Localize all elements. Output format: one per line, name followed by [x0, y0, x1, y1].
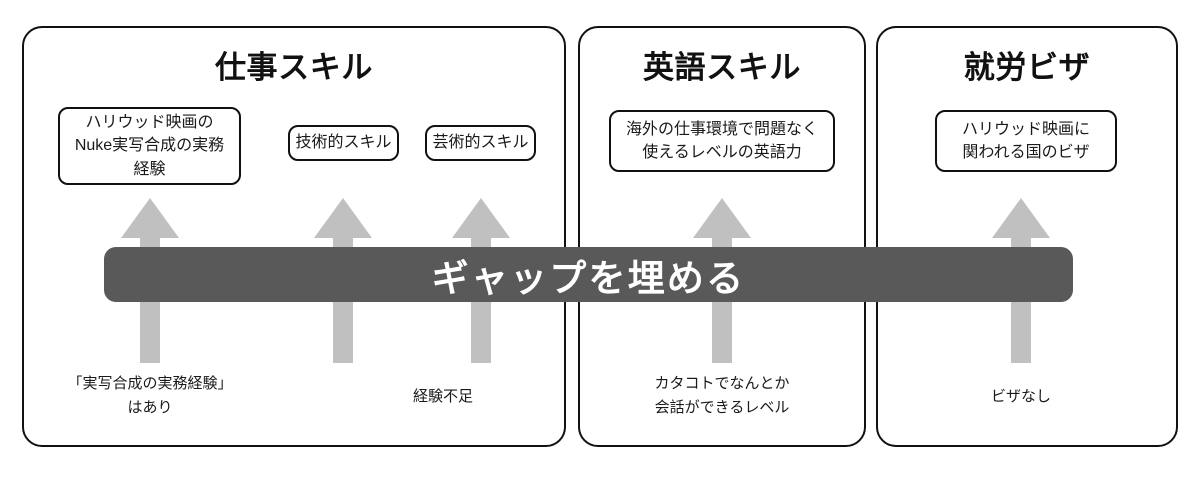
goal-box-hollywood-country-visa: ハリウッド映画に 関われる国のビザ — [935, 110, 1117, 172]
panel-work-skill — [22, 26, 566, 447]
caption-broken-conversation-level: カタコトでなんとか 会話ができるレベル — [654, 375, 790, 416]
panel-title-work-skill: 仕事スキル — [214, 50, 374, 85]
caption-no-visa: ビザなし — [990, 388, 1051, 405]
caption-has-compositing-experience: 「実写合成の実務経験」 はあり — [67, 375, 233, 416]
arrow-head — [992, 198, 1050, 238]
arrow-head — [693, 198, 751, 238]
panel-english-skill — [578, 26, 866, 447]
caption-lack-of-experience: 経験不足 — [412, 388, 473, 405]
panel-work-visa — [876, 26, 1178, 447]
gap-banner: ギャップを埋める — [104, 247, 1073, 302]
arrow-head — [452, 198, 510, 238]
goal-box-nuke-experience: ハリウッド映画の Nuke実写合成の実務 経験 — [58, 107, 241, 185]
gap-banner-label: ギャップを埋める — [431, 257, 746, 299]
panel-title-english-skill: 英語スキル — [642, 50, 802, 85]
goal-box-technical-skill: 技術的スキル — [288, 125, 399, 161]
arrow-head — [121, 198, 179, 238]
goal-box-business-english: 海外の仕事環境で問題なく 使えるレベルの英語力 — [609, 110, 835, 172]
panel-title-work-visa: 就労ビザ — [963, 50, 1091, 85]
goal-box-artistic-skill: 芸術的スキル — [425, 125, 536, 161]
arrow-head — [314, 198, 372, 238]
